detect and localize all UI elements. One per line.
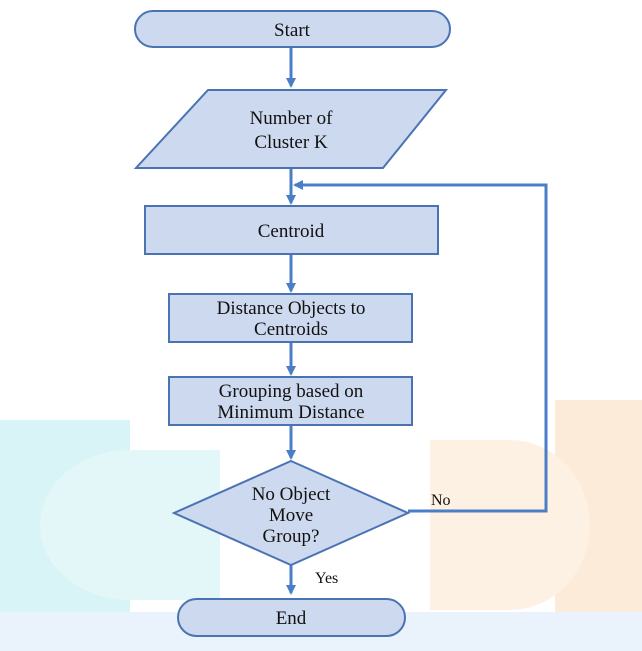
grouping-label-line1: Grouping based on: [219, 381, 364, 402]
end-node: End: [177, 598, 406, 637]
input-label-line1: Number of: [250, 108, 334, 129]
connectors: [286, 47, 548, 595]
decision-node: No Object Move Group?: [171, 459, 411, 567]
arrow-no-loop-back: [293, 180, 548, 513]
distance-shape: [168, 293, 413, 343]
decision-label-line3: Group?: [263, 526, 320, 547]
grouping-shape: [168, 376, 413, 426]
edge-label-yes: Yes: [315, 570, 338, 587]
distance-label-line1: Distance Objects to: [217, 298, 366, 319]
input-label-line2: Cluster K: [254, 132, 328, 153]
start-shape: [134, 10, 451, 48]
watermark-right-curve: [430, 440, 590, 610]
decision-label-line1: No Object: [252, 484, 331, 505]
input-node: Number of Cluster K: [133, 89, 449, 169]
input-shape: [133, 89, 449, 169]
centroid-shape: [144, 205, 439, 255]
end-shape: [177, 598, 406, 637]
end-label: End: [276, 608, 307, 629]
start-label: Start: [274, 20, 311, 41]
start-node: Start: [134, 10, 451, 48]
decision-shape: [171, 459, 411, 567]
centroid-label: Centroid: [258, 221, 325, 242]
grouping-node: Grouping based on Minimum Distance: [168, 376, 413, 426]
centroid-node: Centroid: [144, 205, 439, 255]
distance-label-line2: Centroids: [254, 319, 328, 340]
watermark-left-curve: [40, 450, 220, 600]
decision-label-line2: Move: [269, 505, 313, 526]
grouping-label-line2: Minimum Distance: [217, 402, 364, 423]
edge-label-no: No: [431, 492, 451, 509]
distance-node: Distance Objects to Centroids: [168, 293, 413, 343]
